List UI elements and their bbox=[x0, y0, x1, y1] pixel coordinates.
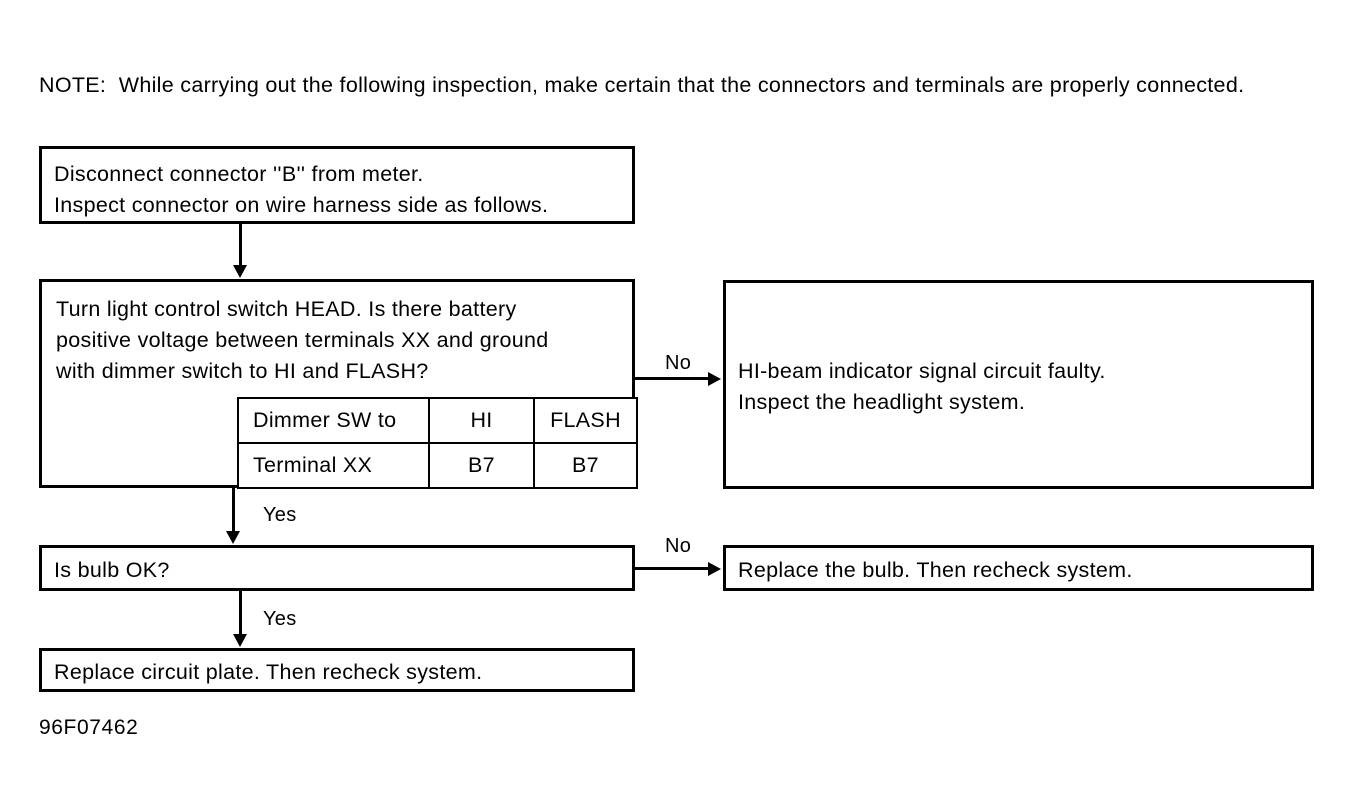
arrow-head-down-icon bbox=[233, 265, 247, 278]
edge-label-yes-decision: Yes bbox=[263, 504, 297, 526]
table-cell-terminal-flash: B7 bbox=[533, 442, 638, 489]
edge-label-no-decision: No bbox=[665, 352, 692, 374]
connector-line-bulb-to-replace-plate bbox=[239, 591, 242, 636]
arrow-head-down-icon bbox=[233, 634, 247, 647]
connector-line-decision-to-hibeam bbox=[635, 377, 710, 380]
flow-box-disconnect-connector: Disconnect connector ''B'' from meter. I… bbox=[39, 146, 635, 224]
connector-line-decision-to-bulb bbox=[232, 488, 235, 533]
arrow-head-right-icon bbox=[708, 562, 721, 576]
table-row: Dimmer SW to HI FLASH bbox=[237, 397, 638, 444]
flow-box-bulb-check: Is bulb OK? bbox=[39, 545, 635, 591]
flow-box-replace-circuit-plate: Replace circuit plate. Then recheck syst… bbox=[39, 648, 635, 692]
dimmer-switch-table: Dimmer SW to HI FLASH Terminal XX B7 B7 bbox=[237, 397, 638, 489]
table-cell-terminal-label: Terminal XX bbox=[237, 442, 430, 489]
flow-box-replace-bulb: Replace the bulb. Then recheck system. bbox=[723, 545, 1314, 591]
flow-box-bulb-check-text: Is bulb OK? bbox=[54, 558, 170, 582]
table-cell-terminal-hi: B7 bbox=[428, 442, 535, 489]
table-cell-dimmer-sw-label: Dimmer SW to bbox=[237, 397, 430, 444]
flow-box-voltage-decision: Turn light control switch HEAD. Is there… bbox=[39, 279, 638, 489]
flow-box-voltage-decision-text: Turn light control switch HEAD. Is there… bbox=[56, 297, 549, 383]
table-row: Terminal XX B7 B7 bbox=[237, 442, 638, 489]
arrow-head-right-icon bbox=[708, 372, 721, 386]
flow-box-hibeam-circuit-faulty: HI-beam indicator signal circuit faulty.… bbox=[723, 280, 1314, 489]
flow-box-replace-circuit-plate-text: Replace circuit plate. Then recheck syst… bbox=[54, 660, 483, 684]
connector-line-bulb-to-replace-bulb bbox=[635, 567, 710, 570]
figure-reference-code: 96F07462 bbox=[39, 716, 139, 739]
flow-box-hibeam-circuit-faulty-text: HI-beam indicator signal circuit faulty.… bbox=[738, 359, 1106, 414]
edge-label-yes-bulb: Yes bbox=[263, 608, 297, 630]
table-cell-dimmer-sw-hi: HI bbox=[428, 397, 535, 444]
table-cell-dimmer-sw-flash: FLASH bbox=[533, 397, 638, 444]
note-paragraph: NOTE: While carrying out the following i… bbox=[39, 73, 1245, 97]
arrow-head-down-icon bbox=[226, 531, 240, 544]
flow-box-replace-bulb-text: Replace the bulb. Then recheck system. bbox=[738, 558, 1133, 582]
edge-label-no-bulb: No bbox=[665, 535, 692, 557]
flow-box-disconnect-connector-text: Disconnect connector ''B'' from meter. I… bbox=[54, 162, 549, 217]
connector-line-disconnect-to-decision bbox=[239, 224, 242, 268]
